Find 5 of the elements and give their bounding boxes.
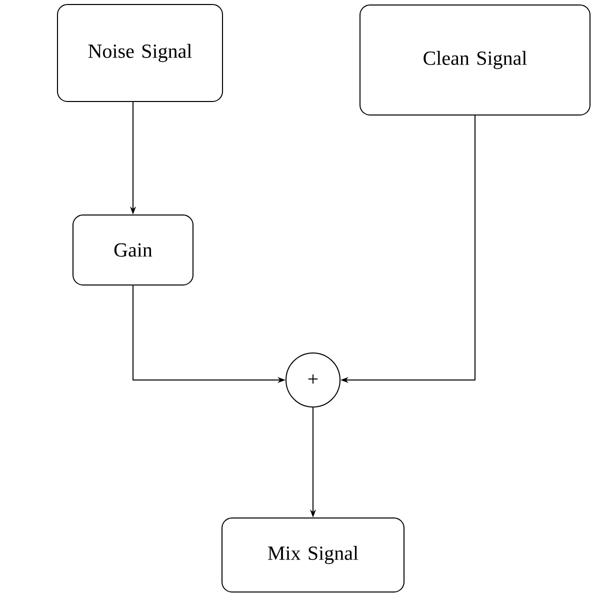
process-box: Noise Signal — [57, 4, 223, 102]
process-box: Gain — [72, 214, 194, 286]
summing-junction: + — [286, 352, 340, 408]
process-box: Clean Signal — [360, 4, 590, 116]
process-box: Mix Signal — [222, 518, 404, 592]
